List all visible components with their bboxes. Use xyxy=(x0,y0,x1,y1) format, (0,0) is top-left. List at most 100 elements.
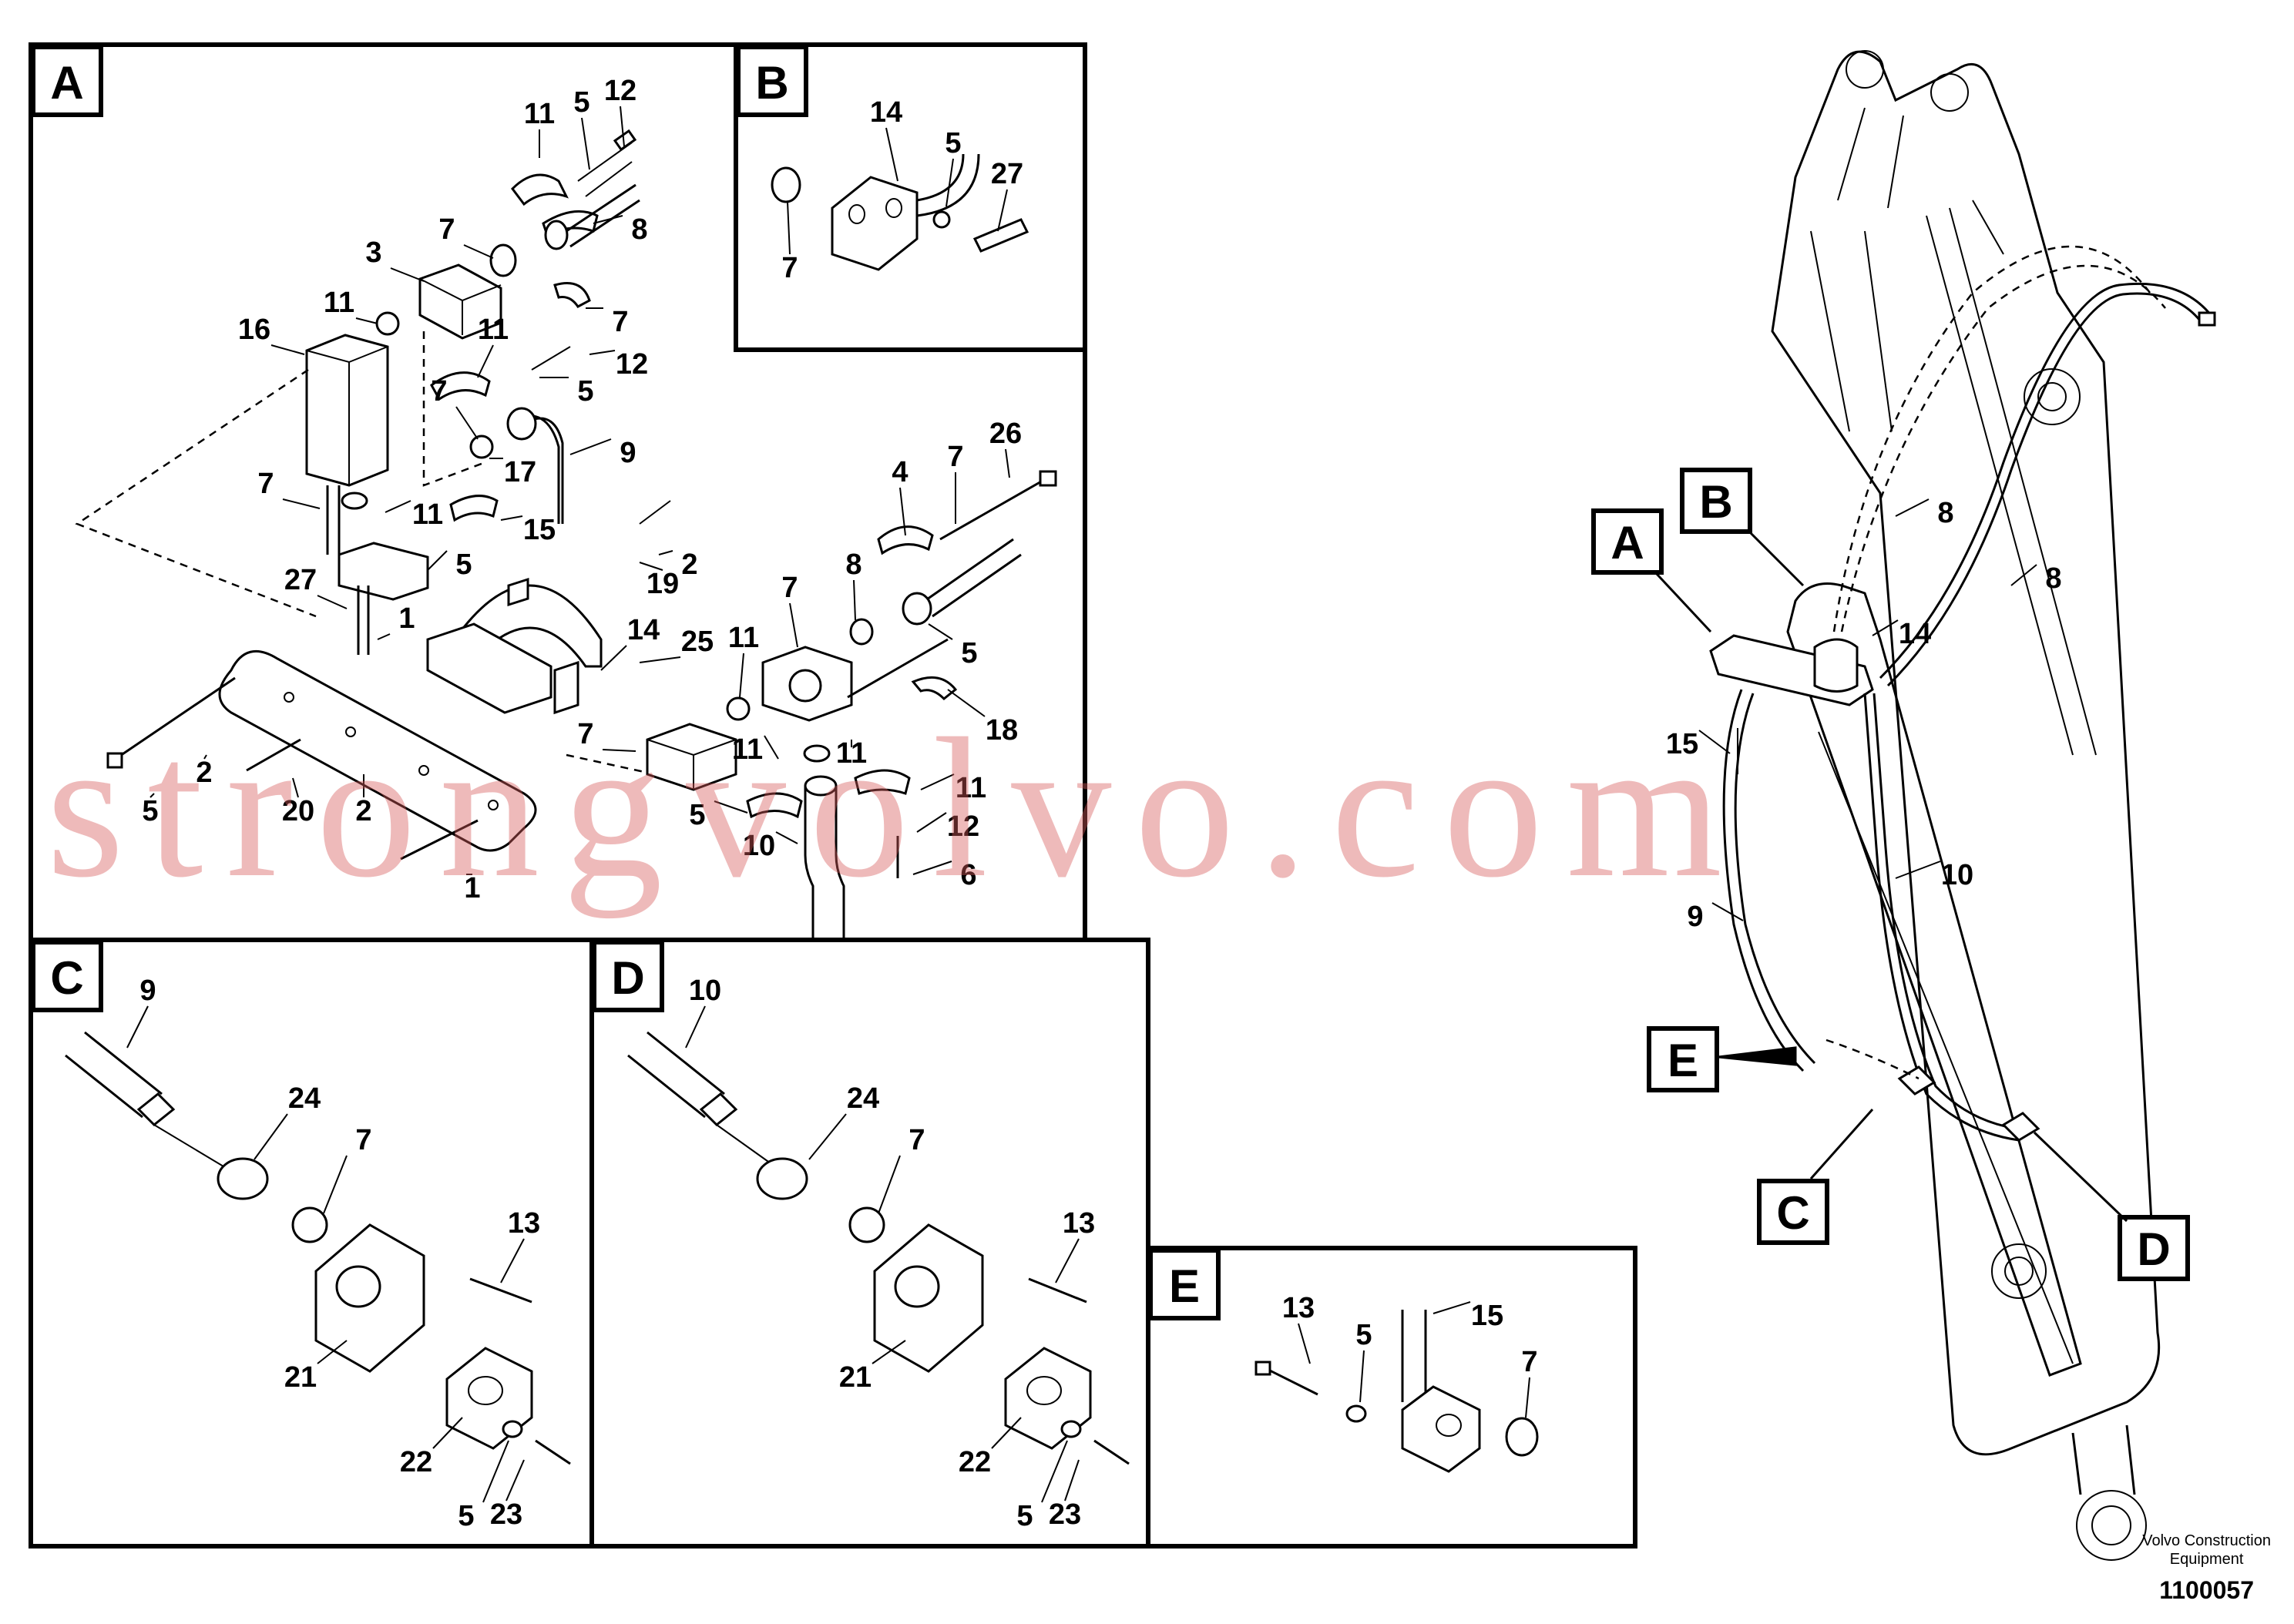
part-number-label: 7 xyxy=(355,1124,371,1156)
leader-line xyxy=(620,106,625,147)
svg-text:C: C xyxy=(1776,1187,1809,1239)
overview-callout-b: B xyxy=(1680,468,1805,587)
part-number-label: 18 xyxy=(986,714,1018,747)
part-number-label: 11 xyxy=(836,737,867,770)
part-number-label: 7 xyxy=(577,718,593,750)
leader-line xyxy=(569,438,612,455)
boom-overview xyxy=(1709,50,2216,1561)
part-number-label: 11 xyxy=(412,498,443,531)
svg-text:E: E xyxy=(1169,1260,1200,1312)
leader-line xyxy=(427,550,448,571)
part-number-label: 10 xyxy=(689,975,721,1007)
part-number-label: 27 xyxy=(991,158,1023,190)
overview-callout-d: D xyxy=(2033,1131,2190,1281)
panel-c-drawing xyxy=(65,1031,571,1465)
part-number-label: 11 xyxy=(524,98,555,130)
part-number-label: 5 xyxy=(945,127,961,159)
part-number-label: 5 xyxy=(458,1500,474,1532)
leader-line xyxy=(1711,902,1744,921)
panel-e-tag: E xyxy=(1148,1248,1221,1320)
brand-line-1: Volvo Construction xyxy=(2142,1532,2271,1549)
leader-line xyxy=(912,861,952,875)
svg-text:D: D xyxy=(2137,1223,2170,1275)
leader-line xyxy=(455,406,479,440)
overview-callout-a: A xyxy=(1591,508,1712,633)
svg-text:C: C xyxy=(50,952,83,1004)
part-number-label: 9 xyxy=(1687,901,1703,933)
leader-line xyxy=(323,1155,348,1214)
leader-line xyxy=(377,633,391,640)
panel-e-frame xyxy=(1146,1246,1637,1549)
panel-b-tag: B xyxy=(736,45,808,117)
leader-line xyxy=(1872,619,1899,636)
leader-line xyxy=(1041,1440,1068,1503)
leader-line xyxy=(997,189,1008,232)
part-number-label: 20 xyxy=(282,795,314,827)
part-number-label: 14 xyxy=(870,96,902,129)
leader-line xyxy=(482,1440,509,1503)
part-number-label: 8 xyxy=(631,213,647,246)
leader-line xyxy=(1005,448,1010,478)
part-number-label: 7 xyxy=(257,468,274,500)
leader-line xyxy=(808,1113,847,1160)
figure-number: 1100057 xyxy=(2159,1576,2255,1604)
part-number-label: 5 xyxy=(1355,1319,1372,1351)
svg-text:B: B xyxy=(1699,476,1732,528)
part-number-label: 10 xyxy=(1941,859,1973,891)
part-number-label: 14 xyxy=(1899,618,1931,650)
part-number-label: 4 xyxy=(892,456,908,488)
part-number-label: 8 xyxy=(1937,497,1953,529)
leader-line xyxy=(385,500,411,513)
svg-text:B: B xyxy=(755,57,788,109)
part-number-label: 8 xyxy=(845,549,862,581)
part-number-label: 21 xyxy=(284,1361,317,1394)
part-number-label: 21 xyxy=(839,1361,872,1394)
leader-line xyxy=(390,267,425,282)
leader-line xyxy=(270,344,305,355)
leader-line xyxy=(789,602,798,648)
part-number-label: 24 xyxy=(847,1082,879,1115)
part-number-label: 7 xyxy=(438,213,455,246)
part-number-label: 15 xyxy=(523,514,556,546)
leader-line xyxy=(203,754,207,760)
leader-line xyxy=(639,656,681,663)
part-number-label: 11 xyxy=(956,772,986,804)
part-number-label: 10 xyxy=(743,830,775,862)
leader-line xyxy=(600,645,627,671)
part-number-label: 26 xyxy=(989,418,1022,450)
part-number-label: 5 xyxy=(689,799,705,831)
leader-line xyxy=(764,735,779,760)
leader-line xyxy=(916,812,947,833)
part-number-label: 8 xyxy=(2045,562,2061,595)
part-number-label: 17 xyxy=(504,456,536,488)
part-number-label: 13 xyxy=(508,1207,540,1240)
svg-text:E: E xyxy=(1668,1035,1698,1086)
leader-line xyxy=(505,1459,525,1502)
leader-line xyxy=(658,550,673,555)
leader-line xyxy=(685,1005,706,1049)
panel-a-drawing xyxy=(75,129,1057,940)
part-number-label: 27 xyxy=(284,564,317,596)
part-number-label: 2 xyxy=(681,549,697,581)
part-number-label: 7 xyxy=(1521,1346,1537,1378)
part-number-label: 7 xyxy=(612,306,628,338)
part-number-label: 15 xyxy=(1471,1300,1503,1332)
leader-line xyxy=(2010,564,2037,586)
part-number-label: 5 xyxy=(455,549,472,581)
leader-line xyxy=(581,117,590,170)
part-number-label: 22 xyxy=(959,1446,991,1478)
part-number-label: 12 xyxy=(947,810,979,843)
part-number-label: 9 xyxy=(620,437,636,469)
overview-callout-c: C xyxy=(1757,1109,1874,1245)
part-number-label: 12 xyxy=(604,75,636,107)
part-number-label: 5 xyxy=(577,375,593,408)
svg-text:A: A xyxy=(50,57,83,109)
part-number-label: 16 xyxy=(238,314,270,346)
part-number-label: 7 xyxy=(947,441,963,473)
